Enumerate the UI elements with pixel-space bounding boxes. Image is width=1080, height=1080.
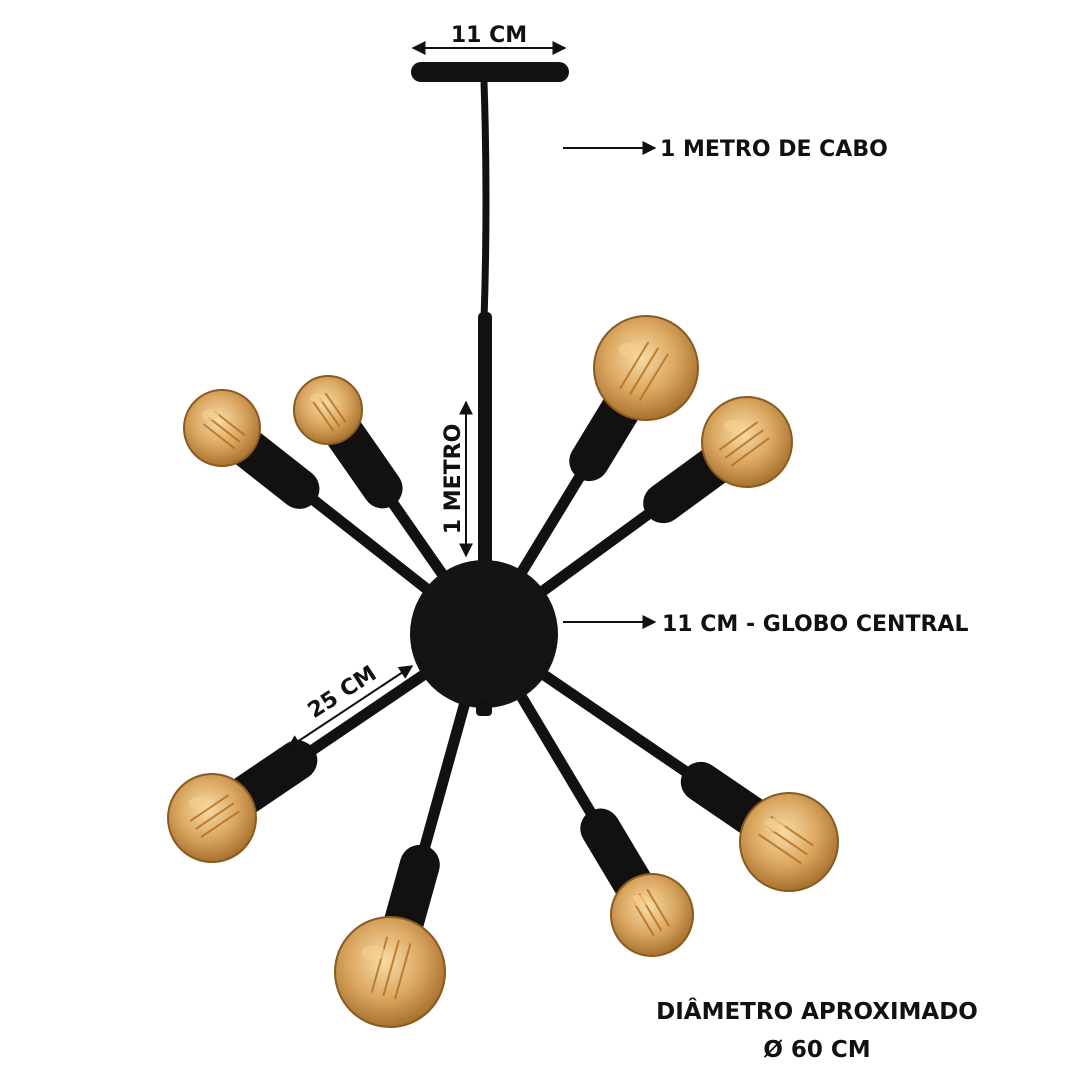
diameter-value: Ø 60 CM	[763, 1037, 870, 1063]
arm-length-arrow	[286, 665, 414, 749]
bulb-filament	[202, 423, 236, 450]
bulb-socket	[224, 425, 320, 509]
bulb-filament	[195, 802, 235, 830]
suspension-rod	[478, 312, 492, 572]
bulb-filament	[619, 341, 650, 390]
bulb-highlight	[618, 342, 642, 358]
bulb-filament	[213, 410, 246, 437]
bulb-filament	[758, 833, 802, 865]
bulb-filament	[730, 437, 770, 467]
bulb-filament	[638, 353, 669, 402]
bulb-filament	[394, 943, 412, 1000]
cable	[480, 81, 490, 321]
central-globe	[410, 560, 558, 708]
canopy-width-label: 11 CM	[451, 23, 527, 48]
bulb-socket	[322, 410, 403, 509]
bulb-filament	[207, 416, 241, 443]
bulb-filament	[189, 794, 230, 822]
bulb-filament	[324, 392, 347, 424]
bulb-highlight	[361, 945, 386, 961]
rod-length-label: 1 METRO	[441, 424, 466, 535]
globe-size-label: 11 CM - GLOBO CENTRAL	[662, 612, 968, 637]
bulb-filament	[318, 396, 341, 428]
bulb-highlight	[630, 894, 649, 907]
bulb-socket	[580, 808, 657, 909]
bulb-filament	[382, 939, 400, 997]
ceiling-canopy	[411, 62, 569, 82]
bulb-filament	[200, 810, 240, 838]
bulb-filament	[724, 429, 764, 459]
bulb-filament	[312, 401, 335, 432]
cable-length-label: 1 METRO DE CABO	[660, 137, 888, 162]
bulb-highlight	[202, 409, 219, 421]
diameter-title: DIÂMETRO APROXIMADO	[656, 997, 978, 1025]
bulb-highlight	[763, 817, 786, 832]
bulb-filament	[718, 421, 759, 451]
bulb-highlight	[723, 419, 744, 433]
bulb-highlight	[310, 393, 326, 403]
bulb-filament	[370, 936, 389, 993]
bulb-filament	[646, 888, 671, 927]
bulb-filament	[628, 347, 660, 396]
bulb-highlight	[189, 796, 209, 809]
globe-finial	[476, 700, 492, 716]
